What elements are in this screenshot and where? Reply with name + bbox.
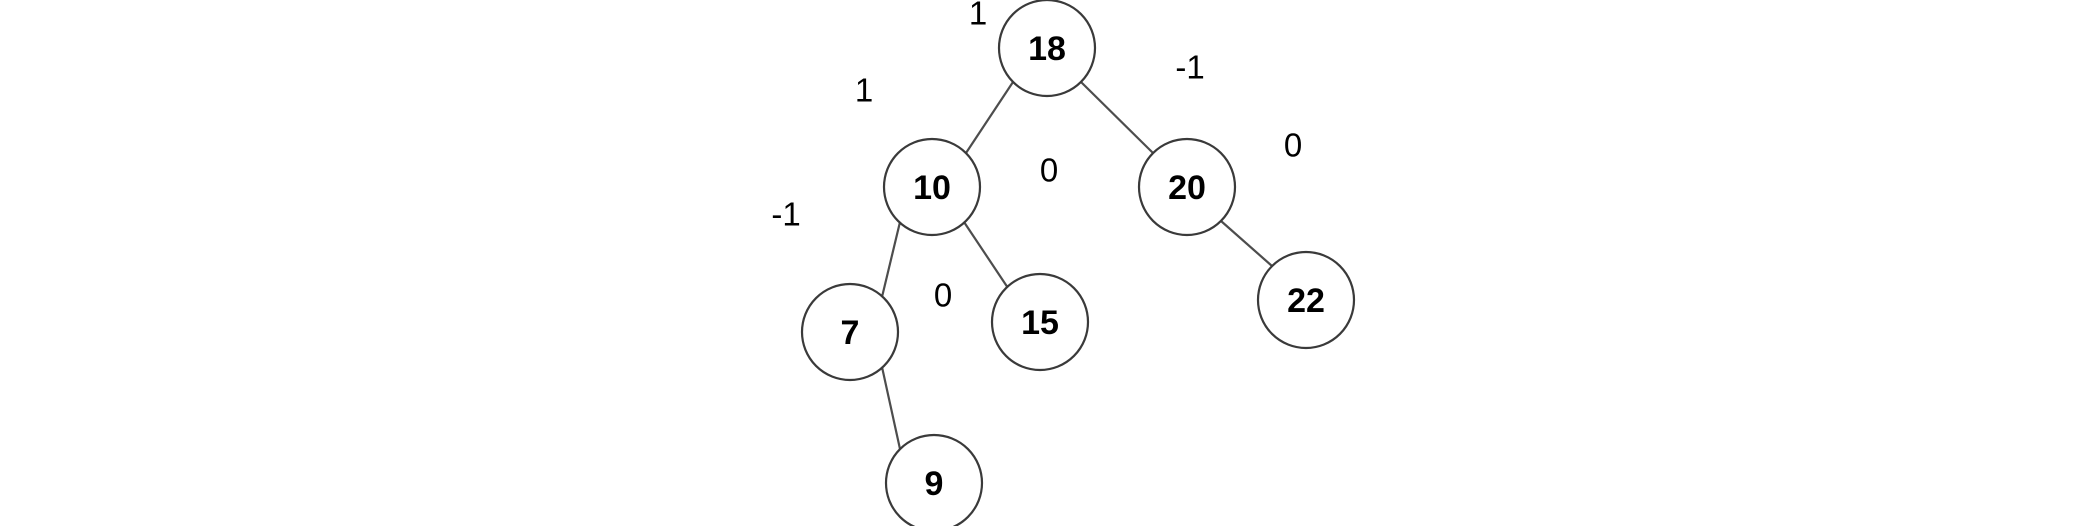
balance-factor-label-18: 1	[969, 0, 987, 32]
node-circle-7[interactable]	[800, 282, 900, 382]
node-circle-9[interactable]	[884, 433, 984, 526]
tree-node-10[interactable]: 10	[882, 137, 982, 237]
node-key-label-18: 18	[1028, 30, 1066, 68]
tree-edges-group	[880, 81, 1273, 450]
node-key-label-20: 20	[1168, 169, 1206, 207]
node-key-label-10: 10	[913, 169, 951, 207]
balance-factor-label-9: 0	[934, 277, 952, 314]
balance-factor-labels-group: 1 1 -1 -1 0 0 0	[771, 0, 1302, 314]
tree-node-20[interactable]: 20	[1137, 137, 1237, 237]
tree-edge-n20-n22	[1220, 220, 1273, 267]
tree-node-15[interactable]: 15	[990, 272, 1090, 372]
node-key-label-9: 9	[925, 465, 944, 503]
node-circle-22[interactable]	[1256, 250, 1356, 350]
tree-edge-n7-n9	[880, 366, 902, 450]
tree-edge-n10-n7	[880, 221, 902, 298]
balance-factor-label-20: -1	[1175, 49, 1204, 86]
balance-factor-label-7: -1	[771, 196, 800, 233]
node-circle-20[interactable]	[1137, 137, 1237, 237]
tree-node-9[interactable]: 9	[884, 433, 984, 526]
node-key-label-15: 15	[1021, 304, 1059, 342]
node-circle-15[interactable]	[990, 272, 1090, 372]
balance-factor-label-10: 1	[855, 72, 873, 109]
tree-edge-n10-n15	[963, 221, 1009, 289]
node-circle-10[interactable]	[882, 137, 982, 237]
node-circle-18[interactable]	[997, 0, 1097, 98]
tree-node-18[interactable]: 18	[997, 0, 1097, 98]
node-key-label-22: 22	[1287, 282, 1325, 320]
tree-node-7[interactable]: 7	[800, 282, 900, 382]
balance-factor-label-15: 0	[1040, 152, 1058, 189]
node-key-label-7: 7	[841, 314, 860, 352]
balance-factor-label-22: 0	[1284, 127, 1302, 164]
tree-edge-n18-n20	[1080, 81, 1154, 154]
tree-node-22[interactable]: 22	[1256, 250, 1356, 350]
tree-edge-n18-n10	[965, 81, 1014, 154]
